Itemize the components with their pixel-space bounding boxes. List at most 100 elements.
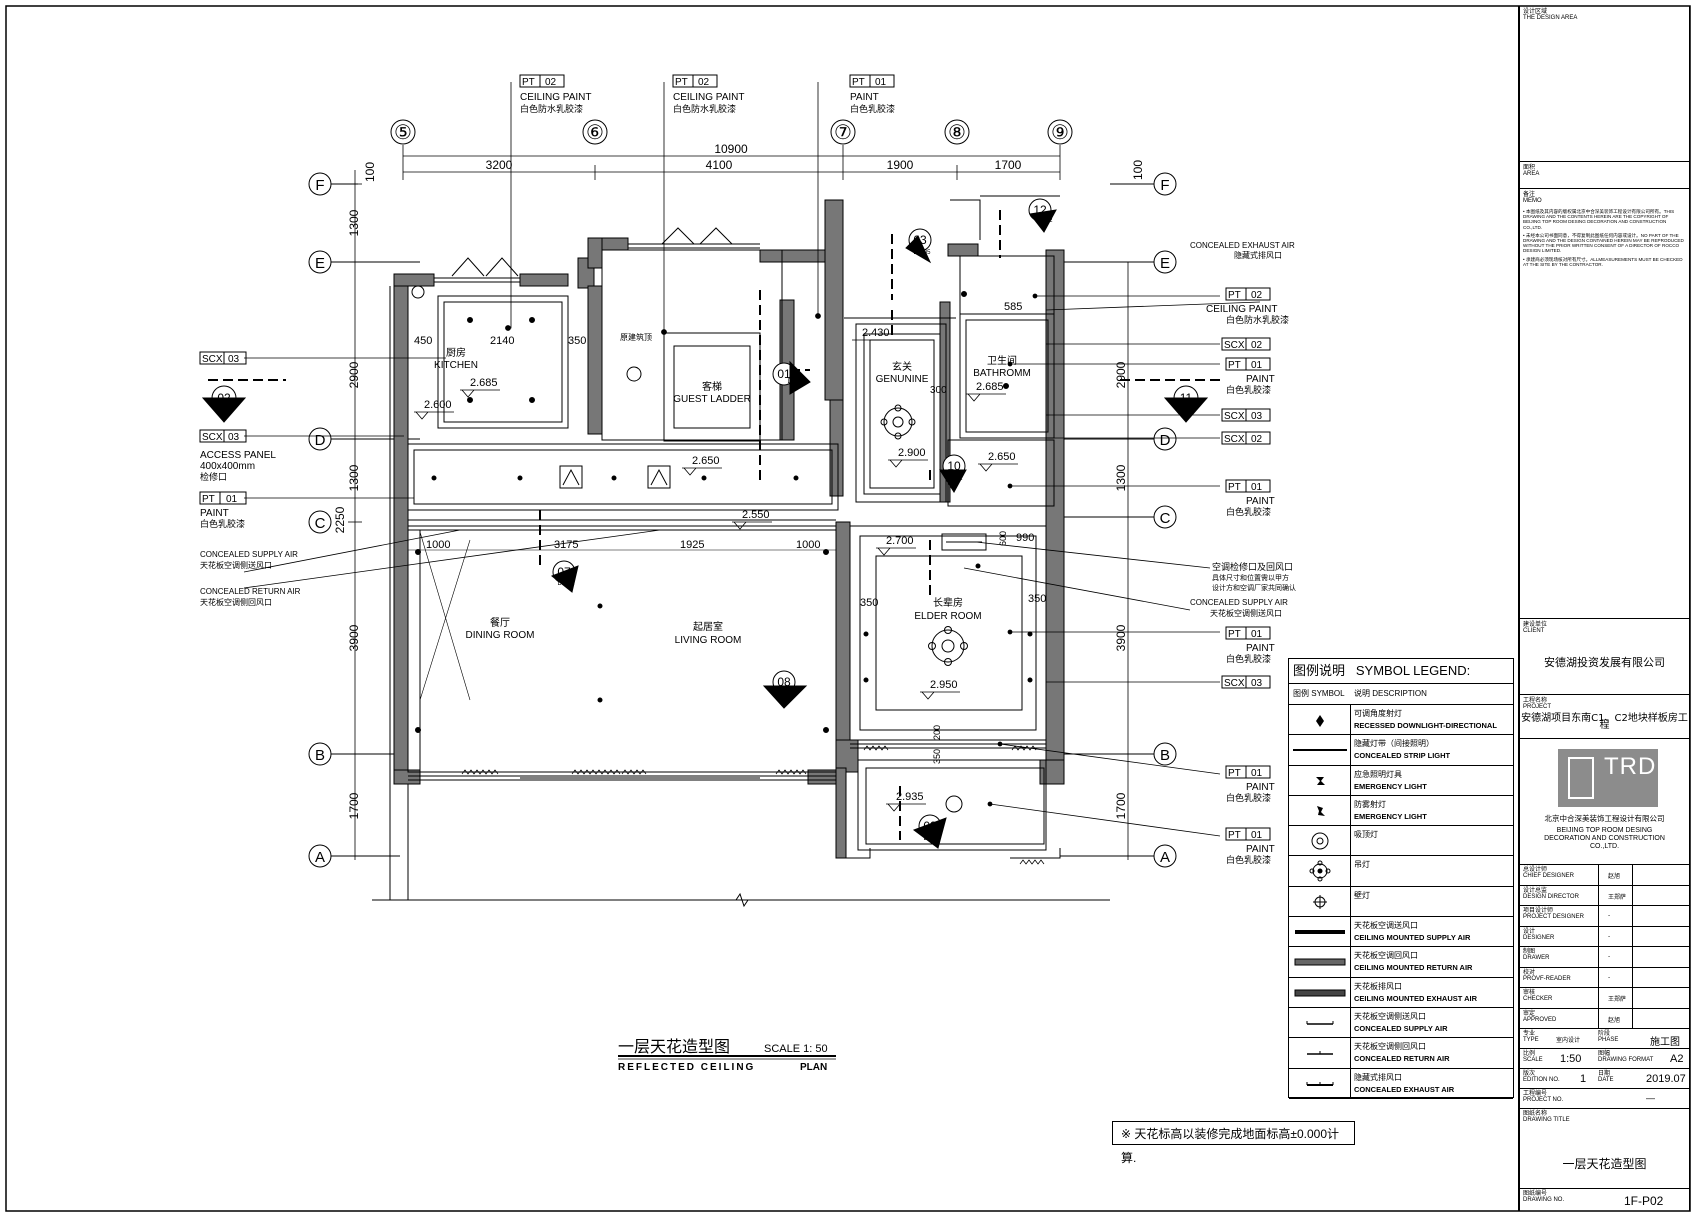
symbol-legend: 图例说明 SYMBOL LEGEND: 图例 SYMBOL 说明 DESCRIP… [1288, 658, 1514, 1099]
tb-role-cn: 审定 [1523, 1009, 1536, 1017]
legend-subheader: 图例 SYMBOL 说明 DESCRIPTION [1289, 684, 1513, 705]
tb-memo: 备注 MEMO • 本图纸及其内容的版权属北京中合深美装饰工程设计有限公司所有。… [1520, 188, 1689, 623]
svg-text:2900: 2900 [1114, 361, 1128, 388]
tb-company-en2: DECORATION AND CONSTRUCTION [1544, 835, 1665, 842]
tb-scale-cn: 比例 [1523, 1050, 1536, 1057]
svg-text:D: D [1160, 432, 1171, 449]
tb-project: 工程名称 PROJECT 安德湖项目东南C1、C2地块样板房工程 [1520, 694, 1689, 736]
svg-text:01: 01 [875, 77, 887, 88]
tb-role-en: DESIGN DIRECTOR [1523, 893, 1579, 900]
svg-text:白色乳胶漆: 白色乳胶漆 [850, 103, 895, 115]
legend-header: 图例说明 SYMBOL LEGEND: [1289, 659, 1513, 684]
svg-text:PAINT: PAINT [1246, 844, 1275, 855]
outline-lines [372, 195, 1110, 908]
svg-text:350: 350 [860, 597, 878, 609]
tb-role-name: - [1608, 953, 1611, 960]
legend-item: 隐藏灯带（间接照明）CONCEALED STRIP LIGHT [1289, 735, 1513, 766]
svg-text:⑧: ⑧ [948, 122, 966, 144]
svg-text:1925: 1925 [680, 539, 704, 551]
level-2685-bath: 2.685 [966, 381, 1006, 402]
side-return-icon [1307, 1051, 1333, 1056]
spot-markers [597, 563, 1033, 703]
tb-project-cn: 工程名称 [1523, 697, 1548, 704]
svg-text:1700: 1700 [995, 158, 1022, 172]
grid-row-A: A A [308, 844, 1177, 868]
svg-text:GENUNINE: GENUNINE [876, 374, 929, 385]
legend-item-en: RECESSED DOWNLIGHT-DIRECTIONAL [1354, 721, 1497, 730]
svg-text:PT: PT [1228, 629, 1241, 640]
tb-role-en: DESIGNER [1523, 934, 1555, 941]
grid-row-E: E E [308, 250, 1177, 274]
svg-text:PT: PT [202, 494, 215, 505]
tb-dno-value: 1F-P02 [1624, 1194, 1664, 1208]
leaders [243, 82, 1261, 837]
tb-role-name: 王郑萨 [1608, 893, 1627, 901]
svg-text:天花板空调侧送风口: 天花板空调侧送风口 [200, 560, 272, 570]
air-slots [461, 745, 1045, 865]
svg-text:PAINT: PAINT [1246, 782, 1275, 793]
svg-text:白色乳胶漆: 白色乳胶漆 [1226, 506, 1271, 518]
svg-text:REFLECTED CEILING: REFLECTED CEILING [618, 1062, 755, 1073]
svg-text:BATHROMM: BATHROMM [973, 368, 1031, 379]
room-original-ceiling: 原建筑顶 [620, 332, 652, 342]
tb-role-cn: 设计总监 [1523, 886, 1548, 894]
tb-dtitle-en: DRAWING TITLE [1523, 1117, 1570, 1123]
svg-text:200: 200 [932, 725, 942, 740]
svg-text:CONCEALED SUPPLY AIR: CONCEALED SUPPLY AIR [1190, 598, 1288, 607]
legend-item-cn: 隐藏灯带（间接照明） [1354, 739, 1434, 749]
svg-text:原建筑顶: 原建筑顶 [620, 332, 652, 342]
svg-text:SCX: SCX [1224, 340, 1245, 351]
legend-item-cn: 天花板空调送风口 [1354, 921, 1418, 931]
legend-item-en: CONCEALED SUPPLY AIR [1354, 1023, 1448, 1033]
svg-text:B: B [1160, 747, 1170, 764]
svg-text:2250: 2250 [333, 506, 347, 533]
legend-title-en: SYMBOL LEGEND: [1355, 663, 1471, 678]
tb-date-cn: 日期 [1598, 1070, 1611, 1077]
legend-item-cn: 天花板空调回风口 [1354, 951, 1418, 961]
svg-text:餐厅: 餐厅 [490, 616, 510, 629]
legend-item-en: CONCEALED RETURN AIR [1354, 1054, 1450, 1064]
svg-text:350: 350 [1028, 593, 1046, 605]
svg-text:100: 100 [1131, 160, 1145, 180]
svg-text:⑤: ⑤ [394, 122, 412, 144]
level-2900: 2.900 [888, 447, 928, 468]
svg-text:PT: PT [1228, 830, 1241, 841]
svg-text:长辈房: 长辈房 [933, 596, 963, 609]
svg-text:2140: 2140 [490, 335, 514, 347]
title-block: 设计区域 THE DESIGN AREA 面积 AREA 备注 MEMO • 本… [1518, 6, 1690, 1211]
svg-text:2.650: 2.650 [692, 455, 720, 467]
tb-role-en: DRAWER [1523, 955, 1550, 961]
svg-text:2.430: 2.430 [862, 327, 890, 339]
svg-text:10900: 10900 [714, 142, 748, 156]
pendant-light-icon [1309, 860, 1331, 882]
legend-item-cn: 应急照明灯具 [1354, 769, 1402, 779]
svg-text:CEILING PAINT: CEILING PAINT [520, 92, 592, 103]
sheet-border [5, 5, 1691, 1212]
level-2700: 2.700 [876, 535, 916, 556]
tb-projno-en: PROJECT NO. [1523, 1097, 1564, 1103]
legend-symbol [1289, 1007, 1351, 1038]
svg-text:ELDER ROOM: ELDER ROOM [914, 611, 981, 622]
svg-text:⑦: ⑦ [834, 122, 852, 144]
